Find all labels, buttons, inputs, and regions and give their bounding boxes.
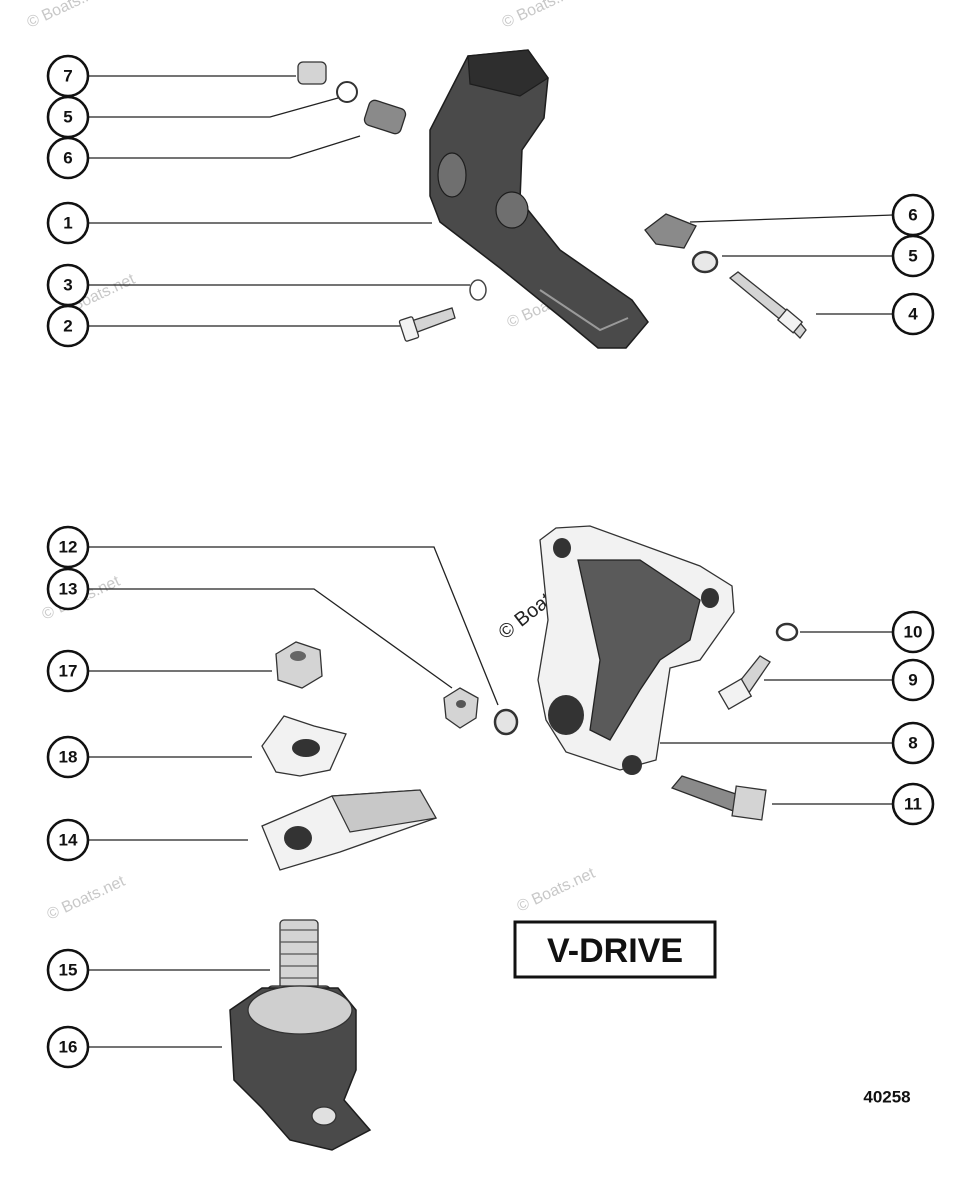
callout-number: 17: [59, 662, 78, 681]
part-7-bushing: [297, 61, 327, 85]
callout-10: 10: [891, 610, 935, 654]
callout-number: 7: [63, 67, 72, 86]
callout-number: 6: [908, 206, 917, 225]
callout-number: 13: [59, 580, 78, 599]
watermark: © Boats.net: [500, 0, 584, 32]
callout-14: 14: [46, 818, 90, 862]
part-10-washer: [775, 622, 799, 642]
part-2-screw: [398, 307, 456, 342]
bracket-part-8: [537, 525, 735, 775]
part-5-washer-right: [691, 250, 719, 274]
callout-number: 3: [63, 276, 72, 295]
diagram-number: 40258: [863, 1088, 910, 1107]
callout-5-right: 5: [891, 234, 935, 278]
callout-number: 14: [59, 831, 78, 850]
callout-6: 6: [46, 136, 90, 180]
callout-16: 16: [46, 1025, 90, 1069]
part-5-washer-top: [336, 81, 358, 103]
callout-number: 9: [908, 671, 917, 690]
callout-11: 11: [891, 782, 935, 826]
part-12-washer: [493, 708, 519, 736]
callout-17: 17: [46, 649, 90, 693]
callout-number: 5: [908, 247, 917, 266]
callout-number: 5: [63, 108, 72, 127]
v-drive-label: V-DRIVE: [513, 920, 717, 979]
callout-number: 8: [908, 734, 917, 753]
callout-1: 1: [46, 201, 90, 245]
bracket-part-1: [429, 49, 649, 349]
callout-2: 2: [46, 304, 90, 348]
part-4-screw: [728, 271, 807, 339]
callout-number: 6: [63, 149, 72, 168]
part-17-nut: [275, 641, 323, 689]
part-16-mount: [229, 985, 372, 1151]
callout-number: 11: [904, 795, 922, 814]
callout-15: 15: [46, 948, 90, 992]
leader-lines: [88, 75, 894, 1048]
part-6-bushing-right: [644, 213, 697, 249]
part-9-bolt: [717, 655, 771, 711]
callout-5: 5: [46, 95, 90, 139]
callout-number: 15: [59, 961, 78, 980]
callout-number: 10: [904, 623, 923, 642]
callout-12: 12: [46, 525, 90, 569]
watermark: © Boats.net: [25, 0, 109, 32]
callout-number: 12: [59, 538, 78, 557]
part-11-bolt: [670, 775, 767, 821]
watermark: © Boats.net: [45, 873, 129, 924]
watermark: © Boats.net: [515, 865, 599, 916]
part-3-washer: [469, 279, 487, 301]
callout-number: 1: [63, 214, 72, 233]
callout-4: 4: [891, 292, 935, 336]
callout-number: 18: [59, 748, 78, 767]
part-6-bushing-top: [363, 99, 407, 135]
v-drive-text: V-DRIVE: [547, 932, 683, 970]
callout-7: 7: [46, 54, 90, 98]
callout-13: 13: [46, 567, 90, 611]
part-14-tab: [261, 789, 437, 871]
callout-8: 8: [891, 721, 935, 765]
callout-number: 2: [63, 317, 72, 336]
callout-3: 3: [46, 263, 90, 307]
callout-6-right: 6: [891, 193, 935, 237]
callout-18: 18: [46, 735, 90, 779]
callout-number: 4: [908, 305, 918, 324]
callout-number: 16: [59, 1038, 78, 1057]
part-18-lockwasher: [261, 715, 347, 777]
callout-9: 9: [891, 658, 935, 702]
part-13-nut: [443, 687, 479, 729]
